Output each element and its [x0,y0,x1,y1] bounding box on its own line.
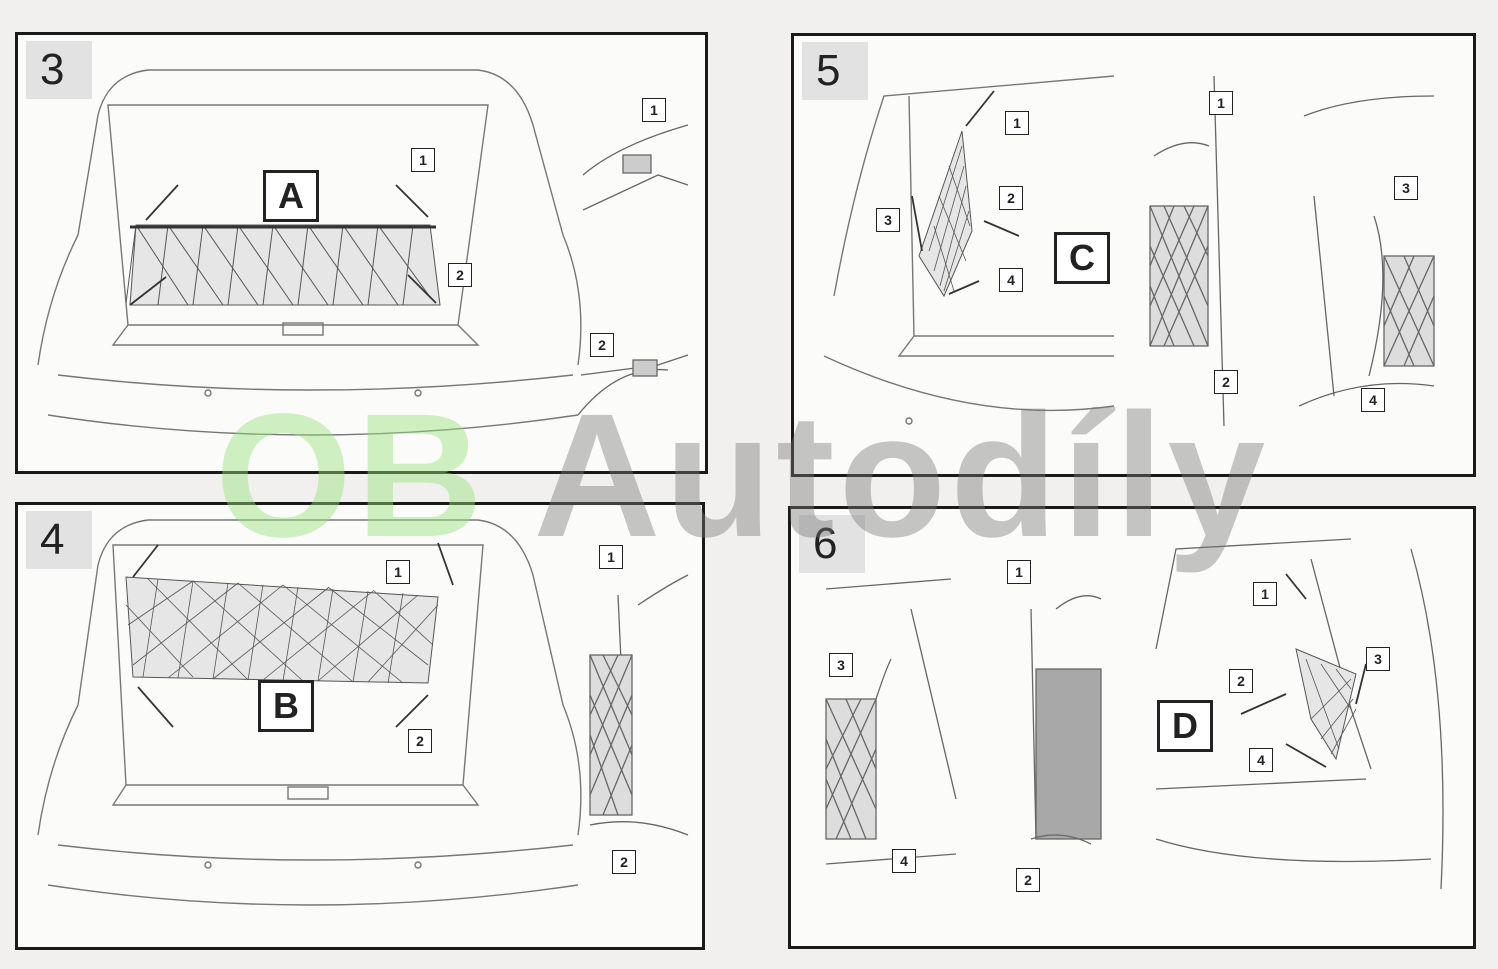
panel-step-6: 6 D 1 2 3 4 [788,506,1476,949]
trunk-illustration-corner-net [825,538,1444,890]
detail-callout-4: 4 [1361,388,1385,412]
label-a: A [263,170,319,222]
label-d: D [1157,700,1213,752]
detail-callout-1: 1 [1209,91,1233,115]
callout-4: 4 [999,268,1023,292]
detail-callout-1: 1 [599,545,623,569]
callout-2: 2 [448,263,472,287]
callout-2: 2 [408,729,432,753]
label-b: B [258,680,314,732]
callout-1: 1 [1253,582,1277,606]
detail-callout-2: 2 [1214,370,1238,394]
callout-2: 2 [1229,669,1253,693]
trunk-illustration-side-net [823,75,1435,427]
callout-1: 1 [411,148,435,172]
detail-callout-2: 2 [590,333,614,357]
detail-callout-4: 4 [892,849,916,873]
detail-callout-1: 1 [1007,560,1031,584]
label-c: C [1054,232,1110,284]
panel-step-4: 4 B 1 2 1 [15,502,705,950]
detail-callout-3: 3 [829,653,853,677]
trunk-illustration-back-net [37,519,689,906]
detail-callout-3: 3 [1394,176,1418,200]
panel-step-5: 5 [791,33,1476,477]
detail-callout-2: 2 [1016,868,1040,892]
callout-2: 2 [999,186,1023,210]
step-number: 5 [802,42,868,100]
panel-step-3: 3 A 1 2 1 2 [15,32,708,474]
step-number: 4 [26,511,92,569]
detail-callout-1: 1 [642,98,666,122]
step-number: 3 [26,41,92,99]
callout-1: 1 [386,560,410,584]
step-number: 6 [799,515,865,573]
callout-4: 4 [1249,748,1273,772]
callout-3: 3 [876,208,900,232]
detail-callout-2: 2 [612,850,636,874]
callout-3: 3 [1366,647,1390,671]
callout-1: 1 [1005,111,1029,135]
trunk-illustration-floor-net [37,69,689,436]
